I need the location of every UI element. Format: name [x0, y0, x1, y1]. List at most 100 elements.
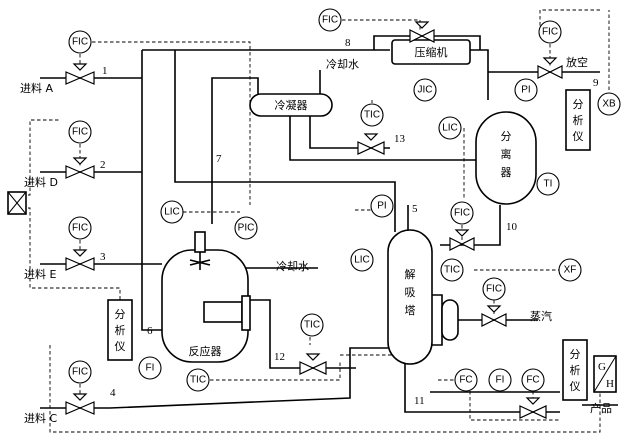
svg-text:JIC: JIC [418, 85, 433, 96]
line-numbers: 1 2 3 4 5 6 7 8 9 10 11 12 13 [100, 37, 599, 407]
ti-separator: TI [536, 172, 560, 196]
gh-analyzer: G H [593, 355, 617, 393]
stripper: 解 吸 塔 [387, 229, 433, 365]
svg-text:FIC: FIC [72, 127, 88, 138]
stream-labels: 进料 A 进料 D 进料 E 进料 C 冷却水 冷却水 蒸汽 放空 产品 [20, 55, 612, 425]
separator: 分 离 器 [475, 111, 537, 205]
line-number-5: 5 [412, 203, 418, 215]
line-number-12: 12 [274, 351, 285, 363]
svg-text:仪: 仪 [570, 380, 581, 393]
svg-text:析: 析 [573, 113, 584, 127]
label-feed-c: 进料 C [24, 411, 57, 425]
fic-feed-d: FIC [68, 120, 92, 144]
analyzer-product: 分 析 仪 [562, 339, 588, 401]
label-feed-d: 进料 D [24, 175, 58, 189]
line-number-11: 11 [414, 395, 425, 407]
svg-text:塔: 塔 [405, 304, 416, 317]
xb-analyzer: XB [597, 92, 621, 116]
cross-box [7, 191, 27, 215]
reboiler [441, 299, 459, 341]
lic-stripper: LIC [350, 248, 374, 272]
valve-steam[interactable] [481, 305, 507, 327]
svg-text:FIC: FIC [486, 284, 502, 295]
svg-text:XF: XF [564, 265, 577, 276]
valve-feed-c[interactable] [65, 393, 95, 415]
reactor: 反应器 [161, 231, 251, 363]
svg-text:器: 器 [501, 166, 512, 179]
svg-text:冷凝器: 冷凝器 [275, 98, 308, 112]
lic-separator: LIC [438, 116, 462, 140]
valve-separator-bottom[interactable] [449, 229, 475, 251]
svg-text:PIC: PIC [238, 223, 255, 234]
label-feed-a: 进料 A [20, 81, 53, 95]
svg-text:解: 解 [405, 267, 416, 281]
analyzer-feed: 分 析 仪 [107, 299, 133, 361]
label-product: 产品 [590, 401, 612, 415]
svg-text:吸: 吸 [405, 286, 416, 299]
svg-text:FIC: FIC [72, 223, 88, 234]
valve-feed-d[interactable] [65, 157, 95, 179]
svg-text:FIC: FIC [542, 27, 558, 38]
tic-stripper: TIC [440, 258, 464, 282]
line-number-8: 8 [345, 37, 351, 49]
svg-text:FI: FI [146, 363, 155, 374]
valve-condenser-cw[interactable] [357, 133, 385, 155]
fic-recycle: FIC [318, 8, 342, 32]
valve-feed-a[interactable] [65, 63, 95, 85]
label-steam: 蒸汽 [530, 309, 552, 323]
tic-reactor-cw: TIC [300, 313, 324, 337]
compressor: 压缩机 [391, 39, 471, 65]
svg-text:H: H [606, 378, 614, 390]
svg-text:FC: FC [526, 375, 539, 386]
line-number-10: 10 [506, 221, 518, 233]
valve-reactor-cw[interactable] [299, 353, 327, 375]
svg-text:压缩机: 压缩机 [415, 45, 448, 59]
fic-feed-a: FIC [68, 30, 92, 54]
valve-compressor-recycle[interactable] [409, 21, 435, 43]
svg-text:析: 析 [570, 363, 581, 377]
svg-text:TIC: TIC [444, 265, 460, 276]
svg-text:分: 分 [570, 348, 581, 361]
svg-text:FIC: FIC [322, 15, 338, 26]
line-number-1: 1 [102, 65, 108, 77]
svg-text:离: 离 [501, 147, 512, 161]
valve-product[interactable] [519, 397, 547, 419]
fc-stripper: FC [454, 368, 478, 392]
svg-text:PI: PI [521, 85, 530, 96]
svg-text:FIC: FIC [72, 367, 88, 378]
svg-text:PI: PI [377, 201, 386, 212]
pi-stripper: PI [370, 194, 394, 218]
fi-feed: FI [138, 356, 162, 380]
svg-text:仪: 仪 [115, 340, 126, 353]
svg-text:LIC: LIC [354, 255, 370, 266]
lic-reactor: LIC [160, 200, 184, 224]
label-cooling-water-2: 冷却水 [276, 260, 309, 273]
line-number-3: 3 [100, 251, 106, 263]
svg-text:FC: FC [459, 375, 472, 386]
svg-text:LIC: LIC [164, 207, 180, 218]
label-feed-e: 进料 E [24, 267, 56, 281]
svg-text:G: G [598, 361, 606, 373]
fic-feed-e: FIC [68, 216, 92, 240]
svg-text:仪: 仪 [573, 130, 584, 143]
valve-purge[interactable] [537, 57, 563, 79]
svg-text:分: 分 [573, 98, 584, 111]
line-number-2: 2 [100, 159, 106, 171]
svg-text:TIC: TIC [364, 110, 380, 121]
svg-text:FIC: FIC [72, 37, 88, 48]
valve-feed-e[interactable] [65, 249, 95, 271]
svg-text:TI: TI [544, 179, 553, 190]
line-number-13: 13 [394, 133, 406, 145]
pi-separator: PI [514, 78, 538, 102]
analyzer-purge: 分 析 仪 [565, 89, 591, 151]
condenser: 冷凝器 [249, 93, 333, 117]
svg-text:TIC: TIC [304, 320, 320, 331]
signal-lines [22, 9, 610, 433]
fic-feed-c: FIC [68, 360, 92, 384]
label-cooling-water-1: 冷却水 [326, 58, 359, 71]
fi-product: FI [488, 368, 512, 392]
xf-analyzer: XF [558, 258, 582, 282]
svg-text:析: 析 [115, 323, 126, 337]
